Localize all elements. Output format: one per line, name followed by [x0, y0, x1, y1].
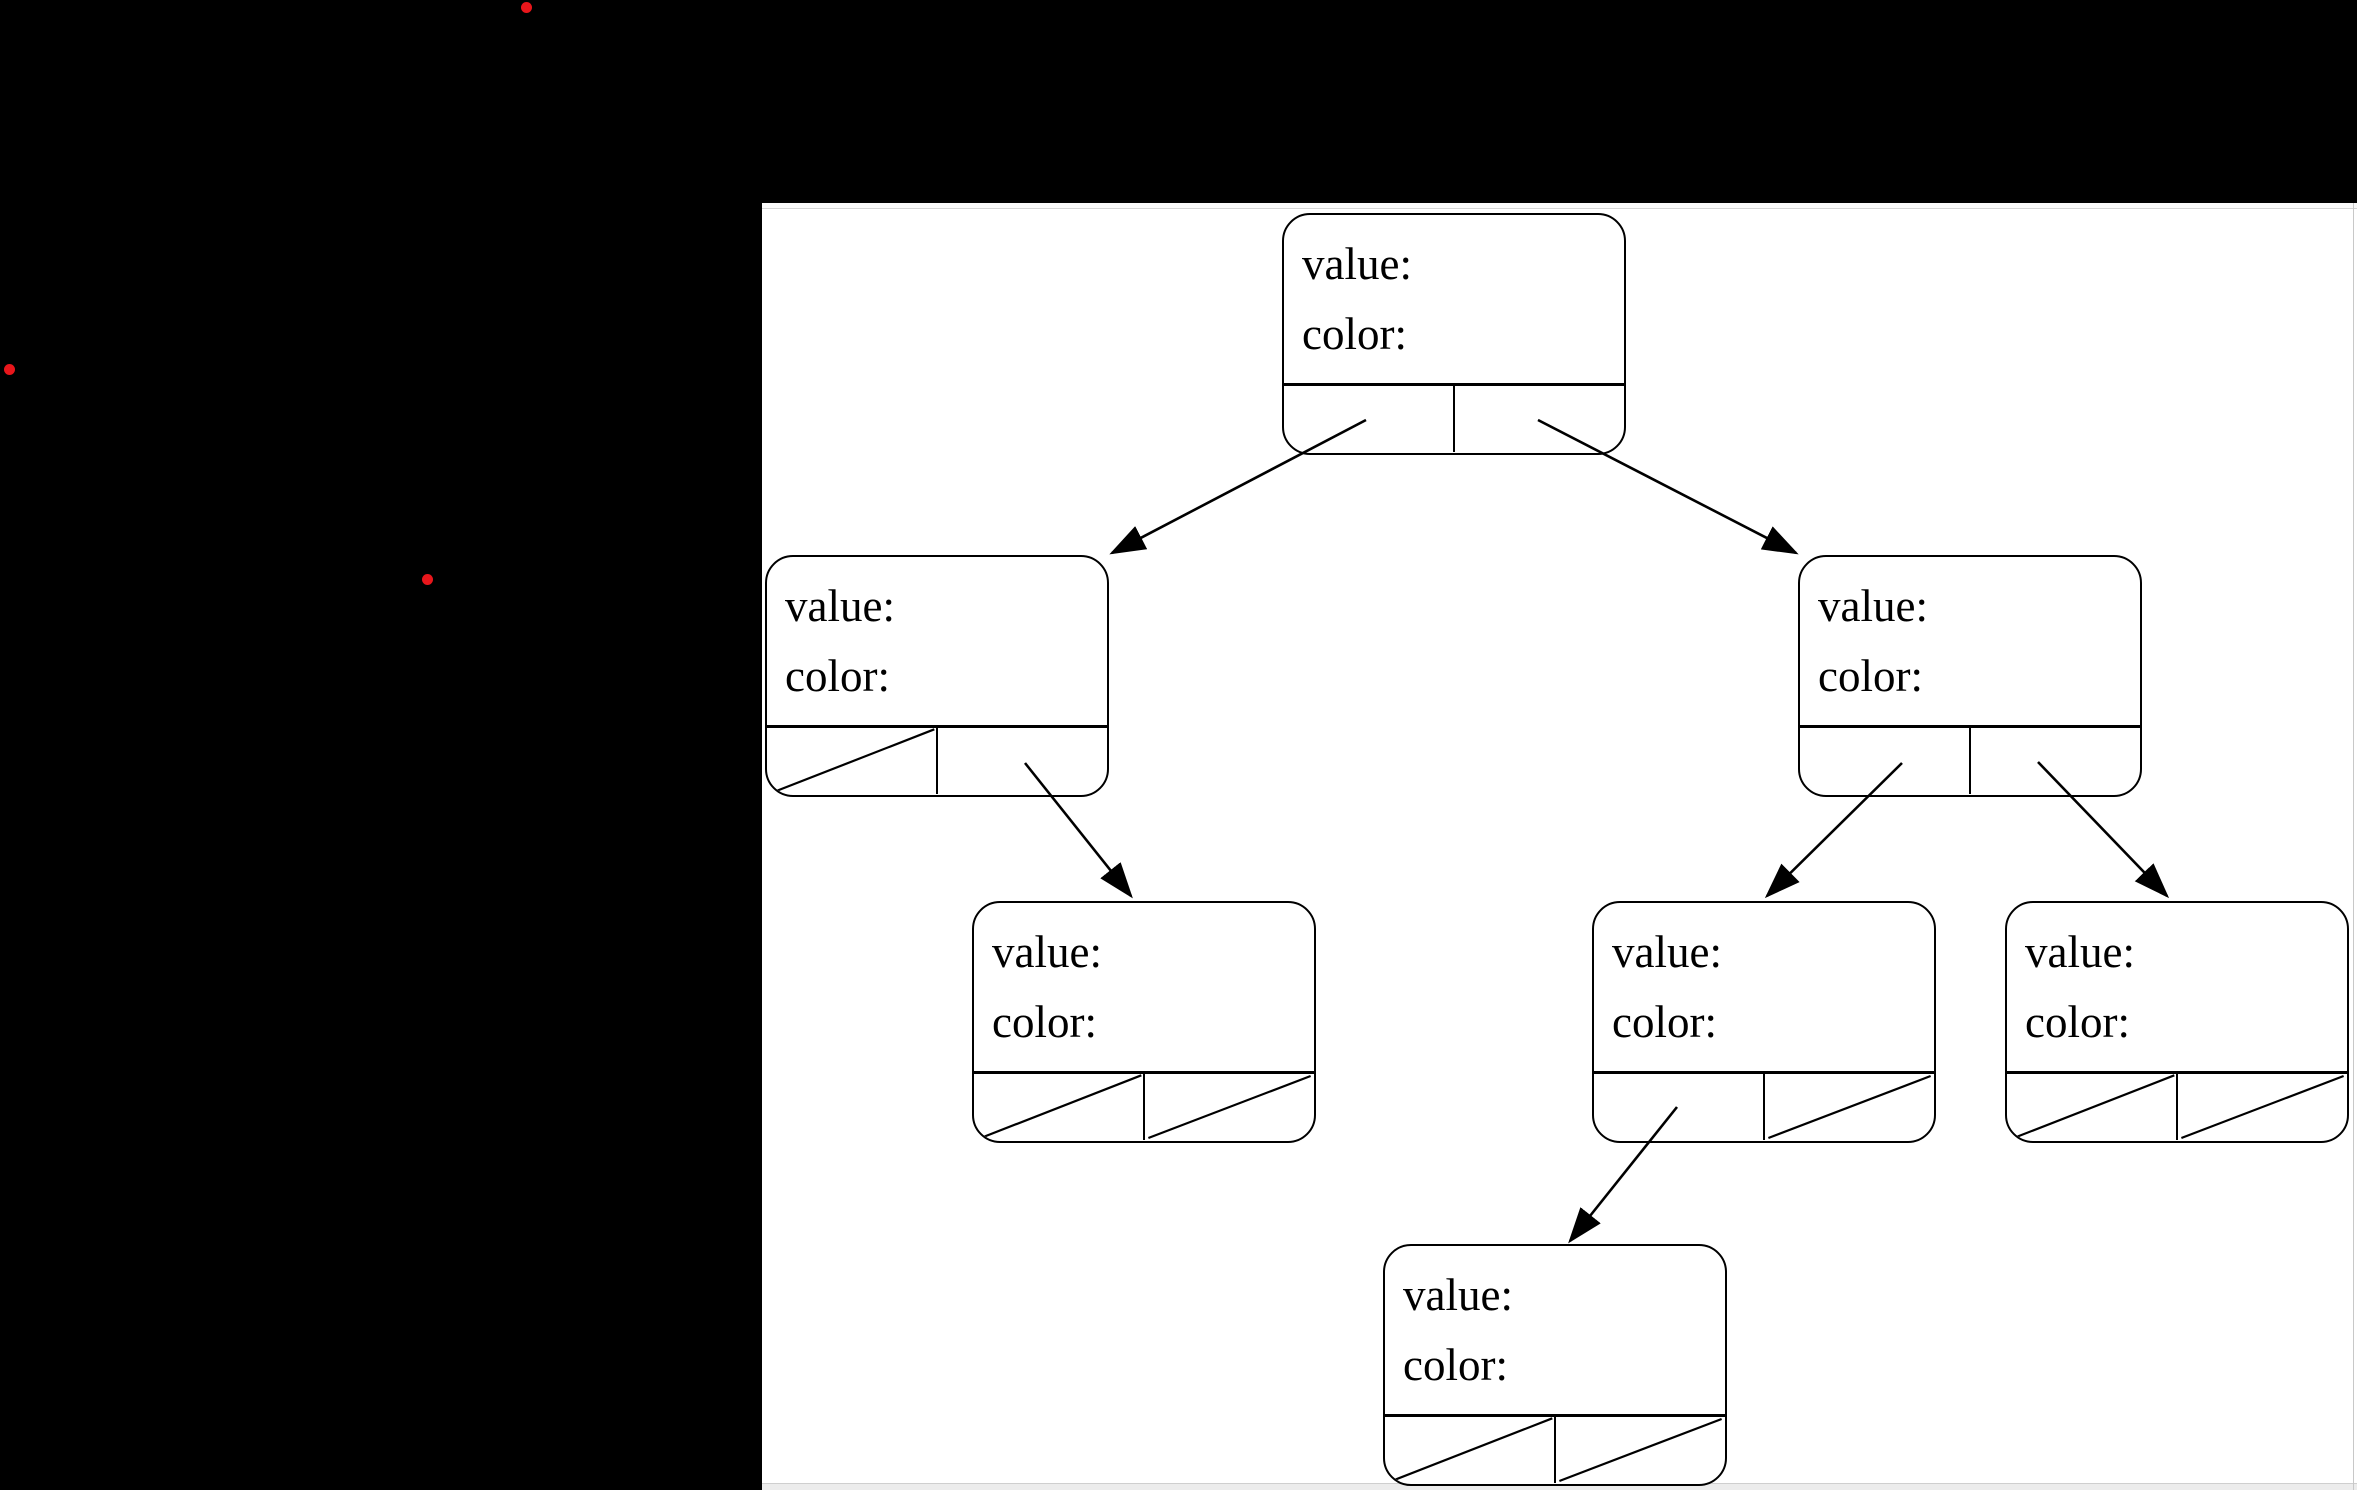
- null-slash-icon: [974, 1074, 1143, 1140]
- tree-node-left-right-grandchild: value: color:: [972, 901, 1316, 1143]
- tree-node-root: value: color:: [1282, 213, 1626, 455]
- pointer-row: [1284, 383, 1624, 452]
- tree-node-left-child: value: color:: [765, 555, 1109, 797]
- null-slash-icon: [1765, 1074, 1934, 1140]
- value-label: value:: [1612, 927, 1722, 977]
- tree-node-right-right-grandchild: value: color:: [2005, 901, 2349, 1143]
- right-pointer-cell: [1453, 386, 1624, 452]
- color-label: color:: [1612, 997, 1717, 1047]
- left-pointer-cell: [2007, 1074, 2176, 1140]
- node-labels: value: color:: [1800, 557, 2140, 725]
- tree-node-bottom: value: color:: [1383, 1244, 1727, 1486]
- color-label: color:: [992, 997, 1097, 1047]
- value-label: value:: [992, 927, 1102, 977]
- pointer-row: [1385, 1414, 1725, 1483]
- panel-top-edge: [762, 203, 2357, 209]
- node-labels: value: color:: [1594, 903, 1934, 1071]
- node-labels: value: color:: [767, 557, 1107, 725]
- tree-node-right-left-grandchild: value: color:: [1592, 901, 1936, 1143]
- left-pointer-cell: [767, 728, 936, 794]
- node-labels: value: color:: [1385, 1246, 1725, 1414]
- red-marker-dot: [422, 574, 433, 585]
- node-labels: value: color:: [2007, 903, 2347, 1071]
- pointer-row: [1594, 1071, 1934, 1140]
- value-label: value:: [2025, 927, 2135, 977]
- left-pointer-cell: [974, 1074, 1143, 1140]
- value-label: value:: [1302, 239, 1412, 289]
- null-slash-icon: [2178, 1074, 2347, 1140]
- color-label: color:: [1403, 1340, 1508, 1390]
- pointer-row: [974, 1071, 1314, 1140]
- left-pointer-cell: [1284, 386, 1453, 452]
- left-pointer-cell: [1385, 1417, 1554, 1483]
- color-label: color:: [2025, 997, 2130, 1047]
- null-slash-icon: [2007, 1074, 2176, 1140]
- null-slash-icon: [1145, 1074, 1314, 1140]
- null-slash-icon: [1556, 1417, 1725, 1483]
- pointer-row: [767, 725, 1107, 794]
- value-label: value:: [1403, 1270, 1513, 1320]
- null-slash-icon: [767, 728, 936, 794]
- color-label: color:: [1818, 651, 1923, 701]
- right-pointer-cell: [1143, 1074, 1314, 1140]
- tree-node-right-child: value: color:: [1798, 555, 2142, 797]
- color-label: color:: [1302, 309, 1407, 359]
- left-pointer-cell: [1594, 1074, 1763, 1140]
- value-label: value:: [785, 581, 895, 631]
- right-pointer-cell: [1554, 1417, 1725, 1483]
- right-pointer-cell: [2176, 1074, 2347, 1140]
- left-pointer-cell: [1800, 728, 1969, 794]
- right-pointer-cell: [936, 728, 1107, 794]
- panel-right-edge: [2353, 203, 2354, 1490]
- null-slash-icon: [1385, 1417, 1554, 1483]
- node-labels: value: color:: [1284, 215, 1624, 383]
- pointer-row: [1800, 725, 2140, 794]
- pointer-row: [2007, 1071, 2347, 1140]
- right-pointer-cell: [1763, 1074, 1934, 1140]
- color-label: color:: [785, 651, 890, 701]
- right-pointer-cell: [1969, 728, 2140, 794]
- red-marker-dot: [4, 364, 15, 375]
- value-label: value:: [1818, 581, 1928, 631]
- red-marker-dot: [521, 2, 532, 13]
- node-labels: value: color:: [974, 903, 1314, 1071]
